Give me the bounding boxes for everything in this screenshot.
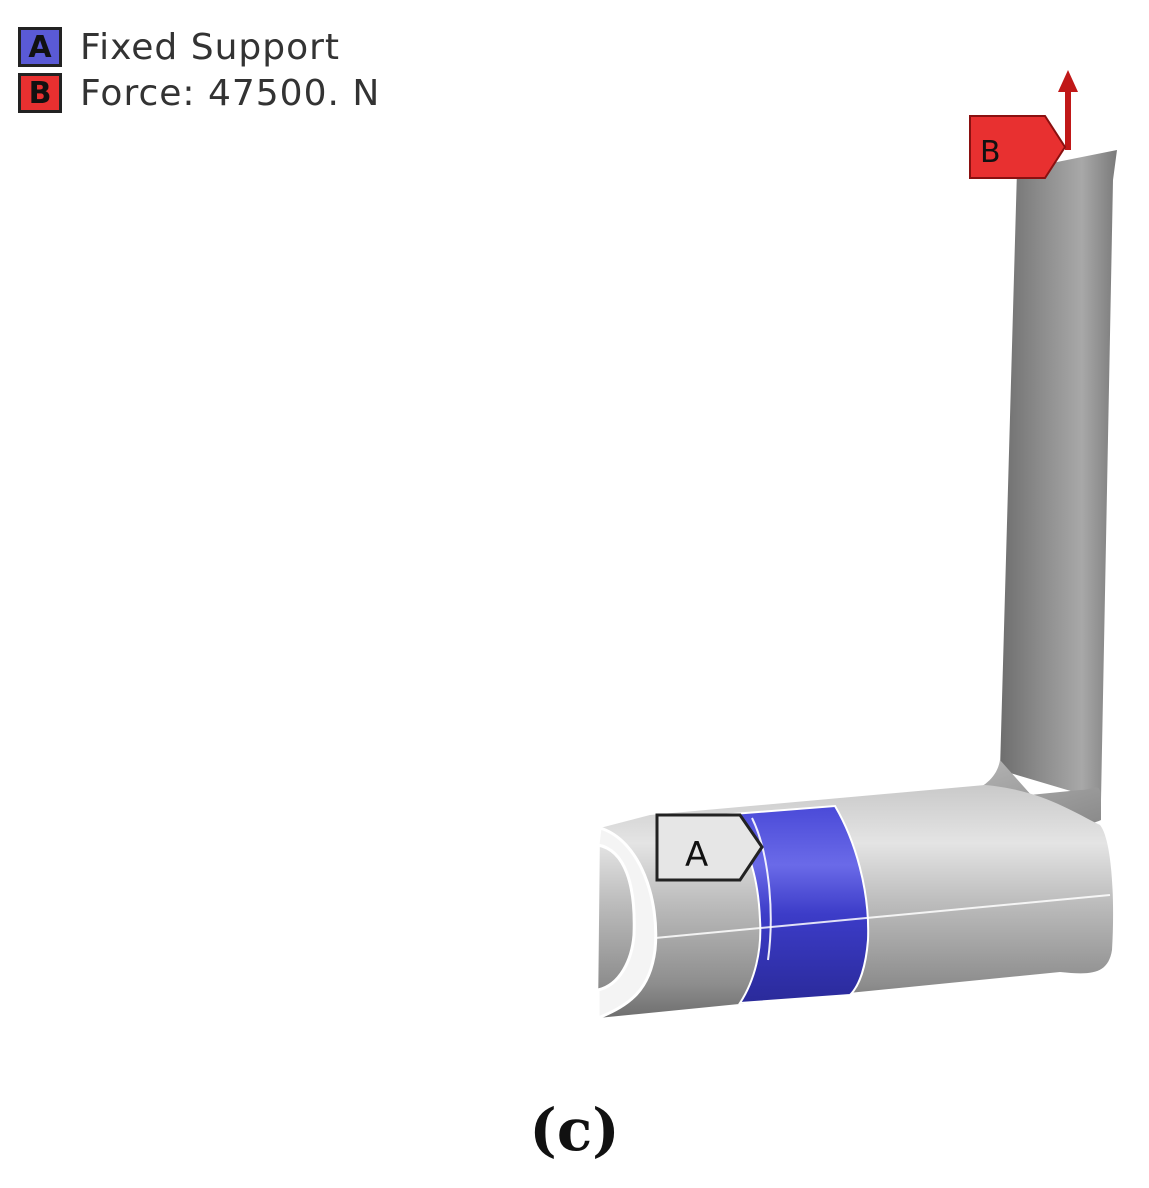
pipe-seam-line (654, 894, 1111, 939)
legend-label-force: Force: 47500. N (80, 72, 381, 114)
legend-item-force: B Force: 47500. N (18, 70, 380, 116)
pipe-end-edge (751, 817, 772, 961)
label-tag-b: B (969, 115, 1067, 179)
legend-label-fixed-support: Fixed Support (80, 26, 341, 68)
label-b-text: B (980, 135, 1001, 170)
boundary-condition-legend: A Fixed Support B Force: 47500. N (18, 24, 380, 116)
legend-swatch-b: B (18, 73, 62, 113)
figure-caption: (c) (529, 1096, 620, 1164)
legend-letter-b: B (28, 75, 52, 111)
label-a-text: A (685, 835, 708, 875)
legend-item-fixed-support: A Fixed Support (18, 24, 380, 70)
legend-letter-a: A (28, 29, 52, 65)
pipe-end-opening (596, 826, 658, 1021)
label-tag-a: A (655, 813, 764, 882)
legend-swatch-a: A (18, 27, 62, 67)
vertical-pipe-leg (1000, 150, 1117, 800)
force-arrow (1058, 70, 1078, 150)
